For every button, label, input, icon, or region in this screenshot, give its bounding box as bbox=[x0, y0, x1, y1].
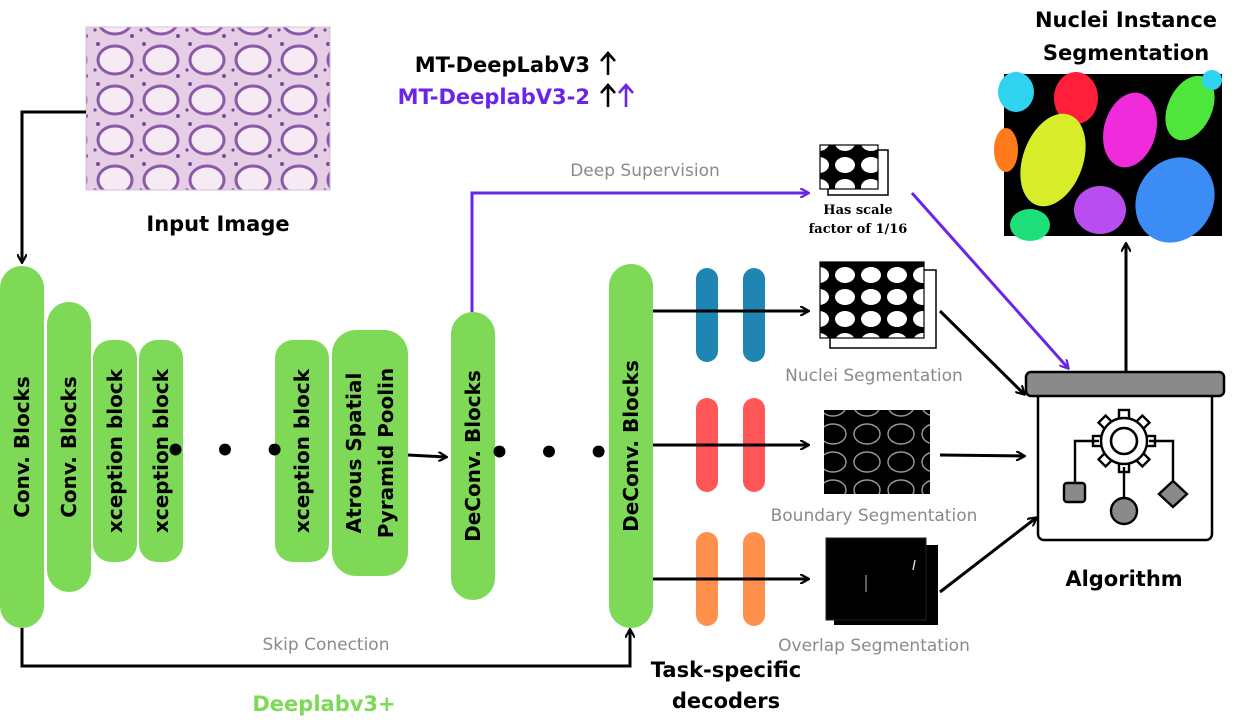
gear-icon bbox=[1091, 408, 1157, 474]
conv-block-1-label: Conv. Blocks bbox=[10, 376, 34, 518]
deep-supervision-label: Deep Supervision bbox=[570, 161, 720, 181]
up-arrow-icon bbox=[600, 51, 616, 75]
backbone-label: Deeplabv3+ bbox=[252, 692, 395, 716]
decoder-nuclei bbox=[696, 268, 765, 362]
up-arrow-icon bbox=[618, 83, 634, 107]
aspp-block bbox=[332, 330, 408, 576]
skip-connection-label: Skip Conection bbox=[263, 635, 390, 655]
deep-supervision-arrow bbox=[470, 193, 808, 312]
xception-block-3 bbox=[275, 340, 329, 562]
nuclei-segmentation-label: Nuclei Segmentation bbox=[785, 366, 963, 386]
decoders-title-line2: decoders bbox=[672, 689, 780, 713]
flowchart-icon bbox=[1062, 439, 1189, 526]
xception-block-1 bbox=[93, 340, 137, 562]
result-title-line1: Nuclei Instance bbox=[1035, 8, 1217, 32]
supervision-scale-line2: factor of 1/16 bbox=[809, 222, 908, 237]
result-title-line2: Segmentation bbox=[1043, 41, 1209, 65]
conv-block-2-label: Conv. Blocks bbox=[57, 376, 81, 518]
overlap-mask bbox=[825, 537, 938, 625]
aspp-label-line1: Atrous Spatial bbox=[342, 373, 366, 534]
conv-block-1 bbox=[0, 266, 44, 628]
overlap-to-algorithm-arrow bbox=[939, 518, 1036, 594]
input-image-label: Input Image bbox=[146, 212, 289, 236]
deconv-block-1 bbox=[451, 312, 495, 600]
legend-model2: MT-DeeplabV3-2 bbox=[398, 85, 590, 109]
supervision-to-algorithm-arrow bbox=[910, 192, 1068, 368]
aspp-to-deconv-arrow bbox=[407, 455, 446, 457]
up-arrow-icon bbox=[600, 83, 616, 107]
instance-segmentation-image bbox=[994, 70, 1222, 243]
xception-block-2 bbox=[139, 340, 183, 562]
xception-block-3-label: xception block bbox=[290, 368, 314, 533]
conv-block-2 bbox=[47, 302, 91, 592]
ellipsis-left: • • • bbox=[165, 431, 294, 471]
deconv-block-1-label: DeConv. Blocks bbox=[461, 370, 485, 542]
boundary-mask bbox=[824, 410, 930, 494]
supervision-mask bbox=[819, 144, 889, 196]
legend-model1: MT-DeepLabV3 bbox=[415, 53, 590, 77]
xception-block-1-label: xception block bbox=[103, 368, 127, 533]
deconv-block-2-label: DeConv. Blocks bbox=[619, 360, 643, 532]
boundary-to-algorithm-arrow bbox=[939, 455, 1024, 456]
boundary-segmentation-label: Boundary Segmentation bbox=[771, 506, 978, 526]
supervision-scale-line1: Has scale bbox=[823, 203, 892, 218]
ellipsis-right: • • • bbox=[489, 433, 618, 473]
deconv-block-2 bbox=[609, 264, 653, 628]
xception-block-2-label: xception block bbox=[149, 368, 173, 533]
overlap-segmentation-label: Overlap Segmentation bbox=[778, 636, 970, 656]
algorithm-label: Algorithm bbox=[1065, 567, 1182, 591]
decoders-title-line1: Task-specific bbox=[651, 658, 801, 682]
nuclei-to-algorithm-arrow bbox=[938, 309, 1024, 394]
input-arrow bbox=[22, 110, 86, 262]
input-image bbox=[85, 26, 331, 191]
aspp-label-line2: Pyramid Poolin bbox=[374, 368, 398, 539]
nuclei-mask bbox=[819, 261, 937, 349]
skip-connection-arrow bbox=[20, 628, 630, 668]
encoder bbox=[0, 264, 653, 628]
